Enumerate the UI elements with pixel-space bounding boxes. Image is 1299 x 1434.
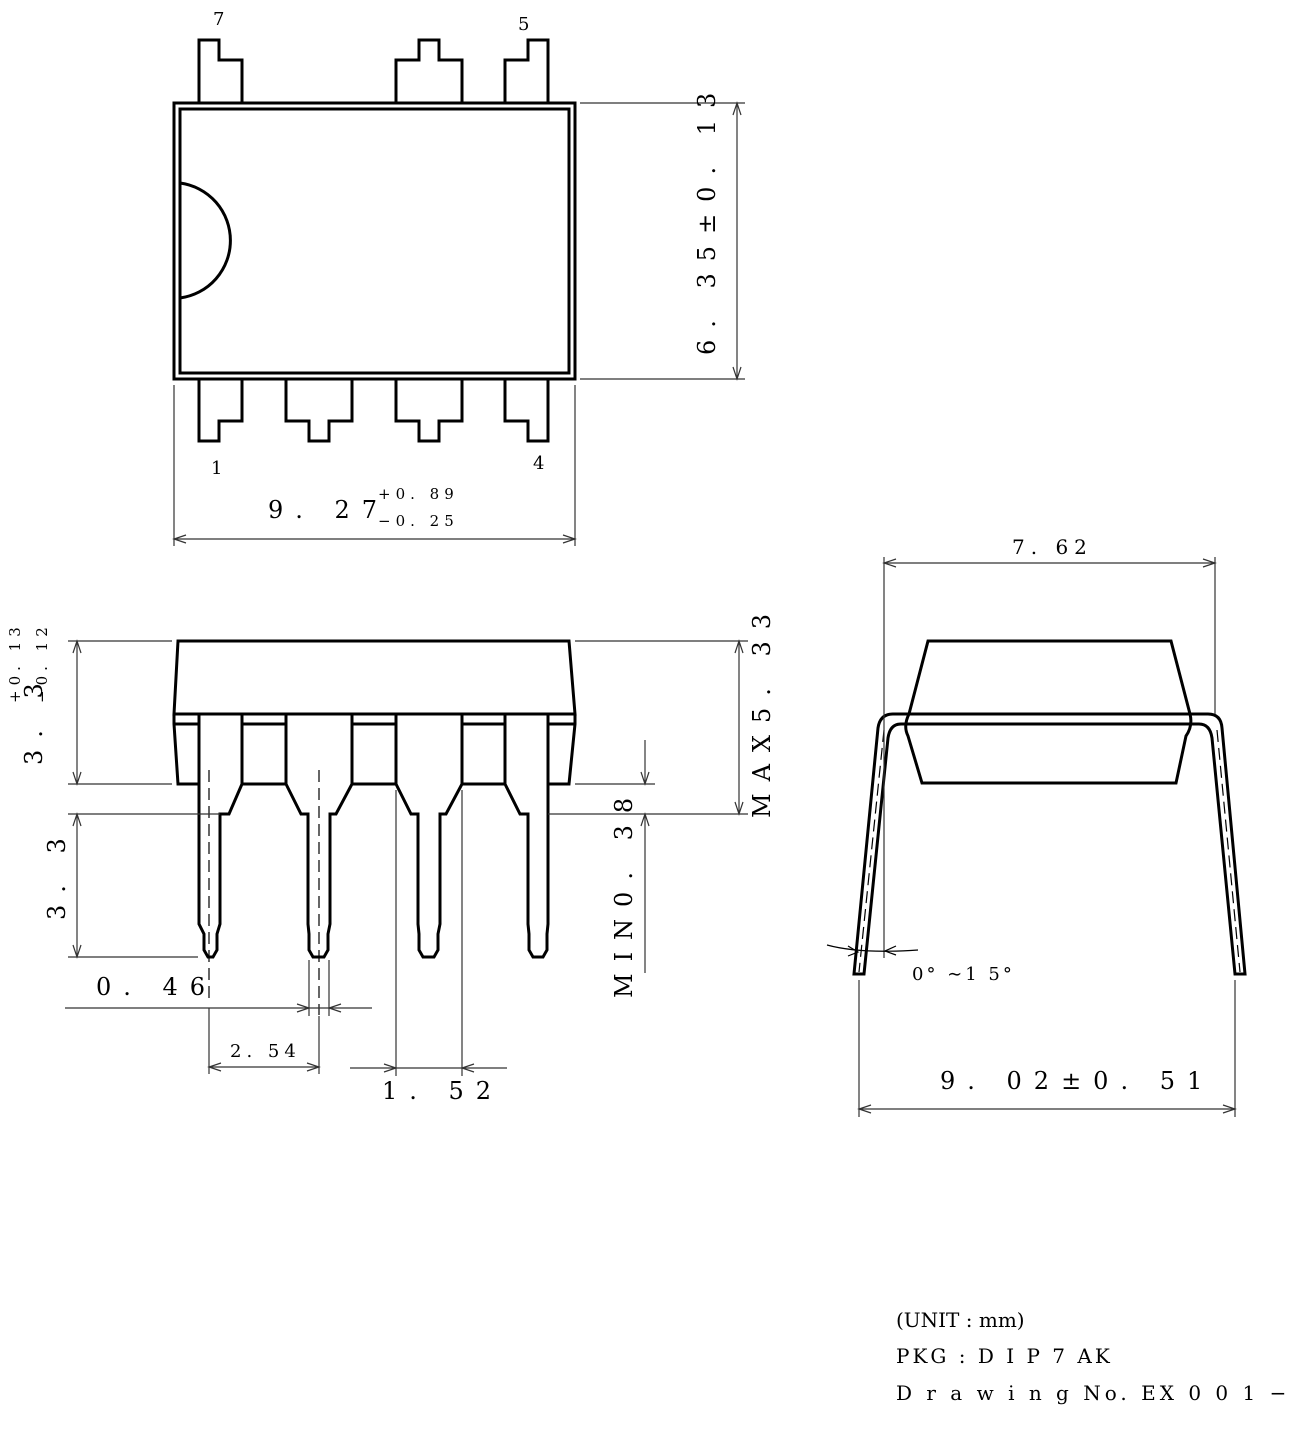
centerline-left-lead xyxy=(858,729,885,973)
dim-lead-width: 0. 46 xyxy=(96,973,217,1001)
top-view: 7 5 1 4 9. 27 +0. 89 −0. 25 6. 35±0. 13 xyxy=(172,9,745,546)
lead-pin1 xyxy=(197,379,244,443)
dim-body-width: 6. 35±0. 13 xyxy=(693,81,721,355)
body-inner-outline xyxy=(178,107,571,375)
centerline-right-lead xyxy=(1216,729,1241,973)
dim-body-height-plus: +0. 13 xyxy=(6,622,24,703)
pin-label-5: 5 xyxy=(518,14,529,35)
side-lead-4 xyxy=(503,714,550,959)
pin-label-1: 1 xyxy=(211,458,222,479)
lead-pin2 xyxy=(284,379,354,443)
lead-pin6 xyxy=(394,38,464,103)
unit-label: (UNIT : mm) xyxy=(896,1308,1025,1332)
end-view: 7. 62 0° ∼1 5° 9. 02±0. 51 xyxy=(826,535,1247,1117)
drawing-number-label: D r a w i n g No. EX 0 0 1 − 0 0 7 4 xyxy=(896,1381,1299,1405)
dim-lead-spread: 9. 02±0. 51 xyxy=(940,1067,1214,1095)
pin-label-4: 4 xyxy=(533,453,544,474)
package-label: PKG : D I P 7 AK xyxy=(896,1344,1113,1368)
side-lead-1 xyxy=(197,714,244,959)
lead-pin3 xyxy=(394,379,464,443)
title-block: (UNIT : mm) PKG : D I P 7 AK D r a w i n… xyxy=(896,1308,1299,1405)
pin-label-7: 7 xyxy=(213,9,224,30)
dim-body-length-minus: −0. 25 xyxy=(378,512,459,530)
body-outline xyxy=(172,101,577,381)
lead-pin4 xyxy=(503,379,550,443)
dim-lead-angle: 0° ∼1 5° xyxy=(912,964,1015,985)
side-view: 3. 3 +0. 13 −0. 12 3. 3 MAX5. 33 MIN0. 3… xyxy=(6,602,776,1105)
dim-min-standoff: MIN0. 38 xyxy=(610,786,638,998)
side-lead-3 xyxy=(394,783,464,959)
end-lead-frame xyxy=(852,712,1247,976)
end-body xyxy=(904,639,1193,785)
dim-body-length: 9. 27 xyxy=(268,496,389,524)
dim-lead-length: 3. 3 xyxy=(43,826,71,920)
side-body-upper xyxy=(172,639,577,716)
side-body-lower-left xyxy=(172,714,199,786)
dim-pitch: 2. 54 xyxy=(230,1041,301,1062)
dim-body-length-plus: +0. 89 xyxy=(378,485,459,503)
dim-body-height-minus: −0. 12 xyxy=(33,622,51,703)
lead-pin5 xyxy=(503,38,550,103)
dim-body-height: 3. 3 xyxy=(20,671,48,765)
dim-shoulder-width: 1. 52 xyxy=(382,1077,503,1105)
side-body-lower-right xyxy=(548,714,577,786)
lead-pin7 xyxy=(197,38,244,103)
dim-row-spacing: 7. 62 xyxy=(1012,535,1093,559)
pin1-notch xyxy=(179,181,232,300)
dim-max-height: MAX5. 33 xyxy=(748,602,776,818)
